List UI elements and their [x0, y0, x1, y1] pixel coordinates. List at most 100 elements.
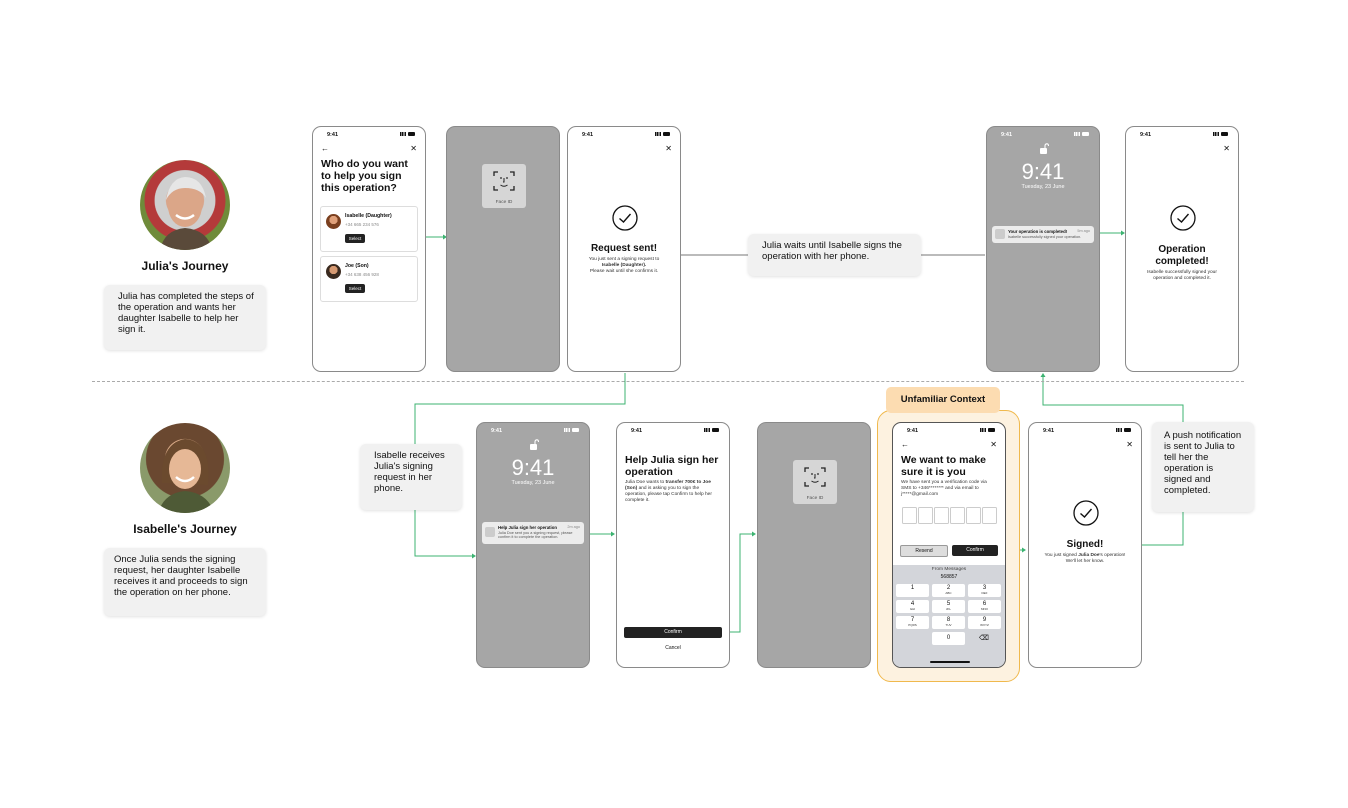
request-sent-line2: Isabelle (Daughter). [601, 263, 647, 268]
julia-journey-title: Julia's Journey [141, 259, 229, 273]
verify-body: We have sent you a verification code via… [901, 480, 987, 497]
back-arrow-icon[interactable]: ← [901, 440, 909, 449]
signed-body: You just signed Julia Doe's operation! W… [1033, 553, 1137, 565]
signing-request-notification[interactable]: Help Julia sign her operation 2m ago Jul… [482, 522, 584, 544]
signed-line1-post: 's operation! [1099, 553, 1126, 558]
key-number: 1 [910, 585, 915, 591]
faceid-label: Face ID [806, 496, 824, 501]
select-title: Who do you want to help you sign this op… [321, 158, 408, 194]
faceid-prompt: Face ID [793, 460, 837, 504]
notif-title: Help Julia sign her operation [498, 525, 557, 530]
julia-avatar [140, 160, 230, 250]
select-button[interactable]: Select [345, 284, 365, 293]
close-icon[interactable]: ✕ [990, 440, 997, 449]
key-number: 2 [946, 585, 951, 591]
close-icon[interactable]: ✕ [1223, 144, 1230, 153]
status-time: 9:41 [327, 132, 339, 138]
check-circle-icon [612, 205, 638, 231]
status-time: 9:41 [491, 428, 503, 434]
signed-line1: You just signed Julia Doe's operation! [1033, 553, 1137, 559]
notif-title: Your operation is completed! [1008, 229, 1068, 234]
phone-select-helper: 9:41 ← ✕ Who do you want to help you sig… [312, 126, 426, 372]
key-letters: PQRS [908, 623, 917, 627]
app-icon [995, 229, 1005, 239]
contact-phone: +34 638 456 928 [345, 272, 379, 277]
julia-waits-note: Julia waits until Isabelle signs the ope… [748, 234, 921, 276]
home-indicator [930, 661, 970, 663]
verify-confirm-button[interactable]: Confirm [952, 545, 998, 556]
phone-signed: 9:41 ✕ Signed! You just signed Julia Doe… [1028, 422, 1142, 668]
phone-operation-completed: 9:41 ✕ Operation completed! Isabelle suc… [1125, 126, 1239, 372]
key-number: 0 [946, 635, 951, 641]
phone-isabelle-lockscreen: 9:41 9:41 Tuesday, 23 June Help Julia si… [476, 422, 590, 668]
isabelle-journey-title: Isabelle's Journey [133, 522, 237, 536]
back-arrow-icon[interactable]: ← [321, 144, 329, 153]
status-time: 9:41 [1001, 132, 1013, 138]
notif-time: 5m ago [1077, 229, 1090, 233]
verify-title: We want to make sure it is you [901, 454, 986, 478]
lock-time: 9:41 [1021, 159, 1065, 184]
phone-request-sent: 9:41 ✕ Request sent! You just sent a sig… [567, 126, 681, 372]
key-letters: JKL [945, 607, 952, 611]
code-digit-box[interactable] [918, 507, 933, 524]
signed-line1-bold: Julia Doe [1078, 553, 1100, 558]
lock-date: Tuesday, 23 June [511, 480, 555, 486]
status-time: 9:41 [1140, 132, 1152, 138]
close-icon[interactable]: ✕ [1126, 440, 1133, 449]
push-sent-note: A push notification is sent to Julia to … [1152, 422, 1254, 512]
completed-body: Isabelle successfully signed your operat… [1147, 270, 1217, 281]
phone-help-julia: 9:41 Help Julia sign her operation Julia… [616, 422, 730, 668]
julia-note: Julia has completed the steps of the ope… [104, 285, 266, 350]
faceid-icon [493, 171, 515, 191]
key-letters: DEF [981, 591, 988, 595]
key-letters: GHI [909, 607, 916, 611]
code-digit-box[interactable] [950, 507, 965, 524]
contact-phone: +34 665 234 576 [345, 222, 379, 227]
cancel-link[interactable]: Cancel [665, 645, 681, 651]
resend-button[interactable]: Resend [900, 545, 948, 557]
lock-time: 9:41 [511, 455, 555, 480]
code-digit-box[interactable] [934, 507, 949, 524]
phone-verify-identity: 9:41 ← ✕ We want to make sure it is you … [892, 422, 1006, 668]
from-messages-label: From Messages [931, 567, 967, 572]
check-circle-icon [1170, 205, 1196, 231]
signed-line2: We'll let her know. [1065, 559, 1105, 564]
code-digit-box[interactable] [902, 507, 917, 524]
unlock-icon [530, 439, 539, 450]
close-icon[interactable]: ✕ [410, 144, 417, 153]
key-letters: TUV [945, 623, 952, 627]
help-body: Julia Doe wants to transfer 700€ to Joe … [625, 480, 719, 504]
key-0[interactable]: 0 [932, 632, 965, 645]
isabelle-avatar [140, 423, 230, 513]
close-icon[interactable]: ✕ [665, 144, 672, 153]
help-body-pre: Julia Doe wants to [625, 480, 666, 485]
backspace-icon[interactable]: ⌫ [979, 635, 989, 642]
contact-avatar [326, 264, 341, 279]
notif-body: Isabelle successfully signed your operat… [1008, 235, 1082, 239]
select-button[interactable]: Select [345, 234, 365, 243]
contact-name: Joe (Son) [345, 263, 369, 269]
notif-body: Julia Doe sent you a signing request, pl… [498, 531, 573, 540]
operation-completed-notification[interactable]: Your operation is completed! 5m ago Isab… [992, 226, 1094, 243]
help-body-post: and is asking you to sign the operation,… [625, 486, 712, 503]
code-digit-box[interactable] [966, 507, 981, 524]
lane-divider [92, 381, 1244, 382]
key-number: 5 [946, 601, 951, 607]
key-number: 9 [982, 617, 987, 623]
suggested-code[interactable]: 568857 [940, 574, 958, 580]
key-letters: MNO [981, 607, 988, 611]
key-1[interactable]: 1 [896, 584, 929, 597]
contact-name: Isabelle (Daughter) [345, 213, 392, 219]
status-time: 9:41 [1043, 428, 1055, 434]
code-digit-box[interactable] [982, 507, 997, 524]
confirm-button[interactable]: Confirm [624, 627, 722, 638]
